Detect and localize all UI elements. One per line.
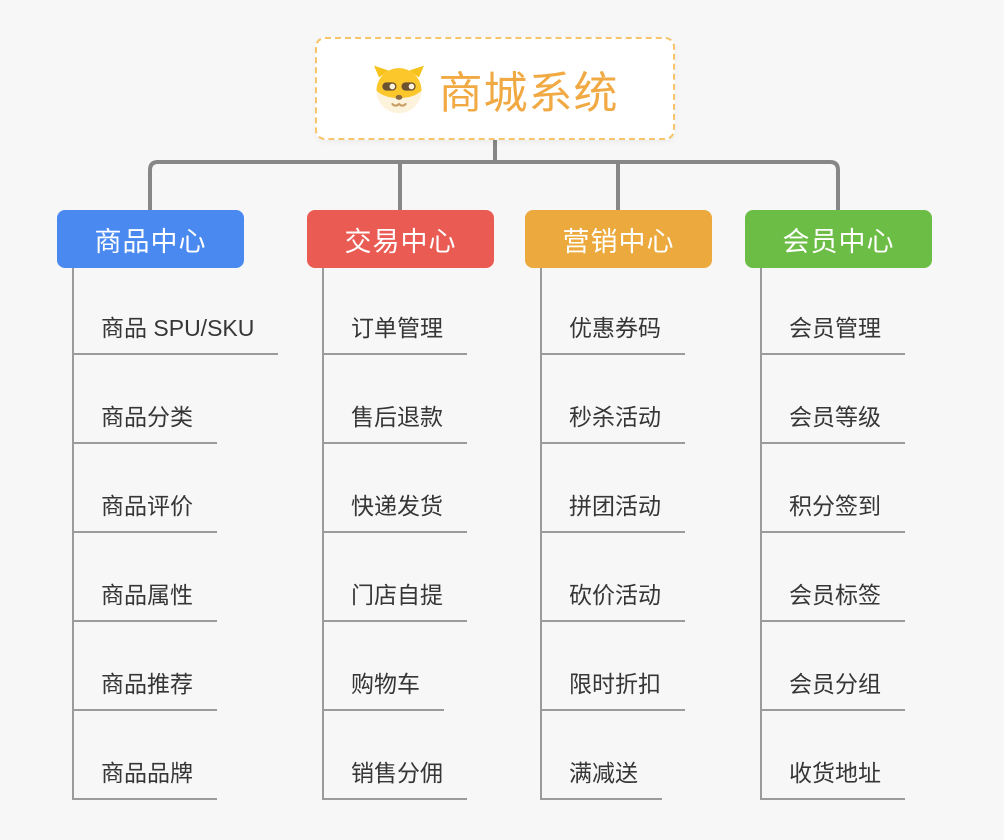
- leaf-item[interactable]: 会员管理: [760, 313, 905, 355]
- leaf-item[interactable]: 快递发货: [322, 491, 467, 533]
- leaf-item[interactable]: 商品属性: [72, 580, 217, 622]
- branch-trunk-line: [540, 268, 542, 800]
- branch-header-marketing[interactable]: 营销中心: [525, 210, 712, 268]
- leaf-item[interactable]: 满减送: [540, 758, 662, 800]
- leaf-item[interactable]: 会员标签: [760, 580, 905, 622]
- branch-header-product[interactable]: 商品中心: [57, 210, 244, 268]
- branch-trunk-line: [760, 268, 762, 800]
- leaf-item[interactable]: 砍价活动: [540, 580, 685, 622]
- leaf-item[interactable]: 门店自提: [322, 580, 467, 622]
- branch-trunk-line: [72, 268, 74, 800]
- shiba-dog-icon: [373, 65, 424, 113]
- branch-column-marketing: 营销中心 优惠券码 秒杀活动 拼团活动 砍价活动 限时折扣 满减送: [525, 210, 712, 810]
- root-node[interactable]: 商城系统: [315, 37, 675, 140]
- leaf-item[interactable]: 商品分类: [72, 402, 217, 444]
- leaf-item[interactable]: 会员等级: [760, 402, 905, 444]
- leaf-item[interactable]: 收货地址: [760, 758, 905, 800]
- branch-header-trade[interactable]: 交易中心: [307, 210, 494, 268]
- leaf-item[interactable]: 会员分组: [760, 669, 905, 711]
- branch-header-member[interactable]: 会员中心: [745, 210, 932, 268]
- leaf-item[interactable]: 商品推荐: [72, 669, 217, 711]
- leaf-item[interactable]: 购物车: [322, 669, 444, 711]
- branch-column-member: 会员中心 会员管理 会员等级 积分签到 会员标签 会员分组 收货地址: [745, 210, 932, 810]
- leaf-item[interactable]: 优惠券码: [540, 313, 685, 355]
- branch-column-trade: 交易中心 订单管理 售后退款 快递发货 门店自提 购物车 销售分佣: [307, 210, 494, 810]
- leaf-item[interactable]: 销售分佣: [322, 758, 467, 800]
- leaf-item[interactable]: 商品品牌: [72, 758, 217, 800]
- leaf-item[interactable]: 商品评价: [72, 491, 217, 533]
- leaf-item[interactable]: 限时折扣: [540, 669, 685, 711]
- leaf-item[interactable]: 售后退款: [322, 402, 467, 444]
- leaf-item[interactable]: 拼团活动: [540, 491, 685, 533]
- branch-trunk-line: [322, 268, 324, 800]
- root-title: 商城系统: [438, 68, 619, 118]
- leaf-item[interactable]: 订单管理: [322, 313, 467, 355]
- branch-column-product: 商品中心 商品 SPU/SKU 商品分类 商品评价 商品属性 商品推荐 商品品牌: [57, 210, 279, 810]
- leaf-item[interactable]: 积分签到: [760, 491, 905, 533]
- leaf-item[interactable]: 商品 SPU/SKU: [72, 313, 279, 355]
- leaf-item[interactable]: 秒杀活动: [540, 402, 685, 444]
